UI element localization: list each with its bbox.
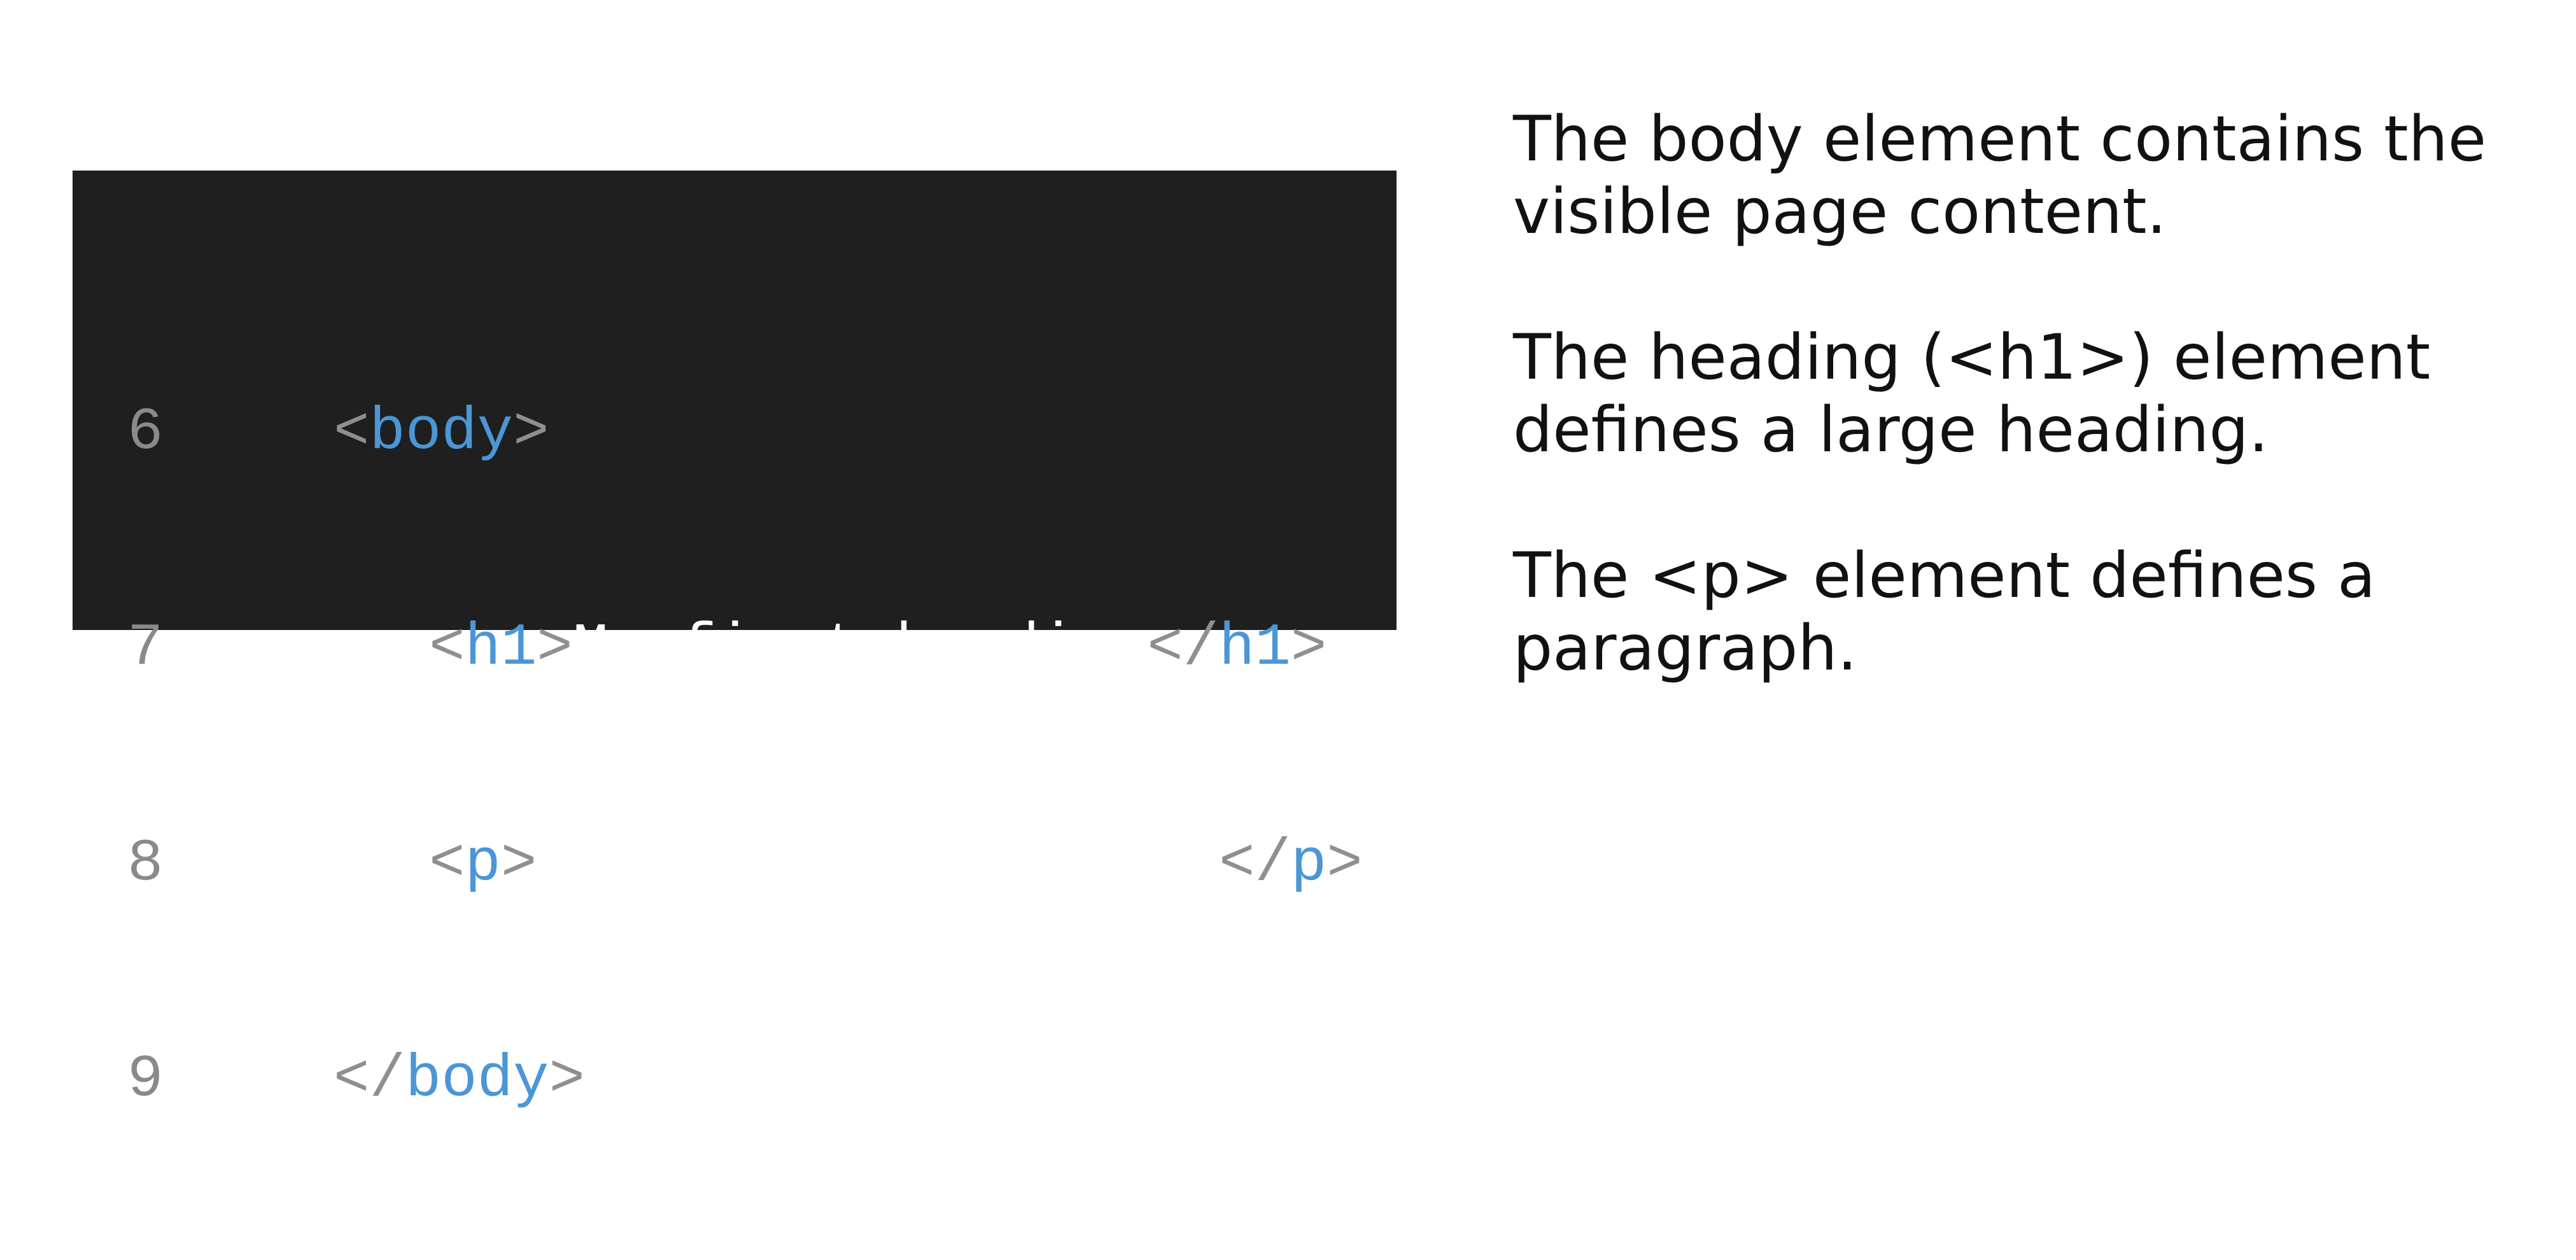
- line-number: 7: [127, 615, 164, 682]
- body-explanation: The body element contains the visible pa…: [1513, 103, 2487, 248]
- tag-close-bracket: >: [513, 399, 549, 466]
- end-tag-name: p: [1290, 830, 1327, 898]
- tag-close-bracket: >: [500, 830, 537, 898]
- tag-open-bracket: <: [334, 399, 370, 466]
- tag-open-bracket: <: [429, 830, 465, 898]
- line-number: 6: [127, 399, 164, 466]
- end-tag-open-bracket: </: [1147, 615, 1220, 682]
- line-number: 9: [127, 1046, 164, 1114]
- tag-name: h1: [465, 615, 537, 682]
- heading-explanation: The heading (<h1>) element defines a lar…: [1513, 321, 2431, 466]
- end-tag-name: h1: [1219, 615, 1291, 682]
- end-tag-open-bracket: </: [1219, 830, 1291, 898]
- line-number: 8: [127, 830, 164, 898]
- element-text: My first heading: [572, 615, 1148, 682]
- code-lines: 6<body> 7<h1>My first heading</h1> 8<p>M…: [127, 253, 1363, 1260]
- tag-name: body: [369, 399, 514, 466]
- paragraph-explanation: The <p> element defines a paragraph.: [1513, 540, 2376, 685]
- end-tag-close-bracket: >: [1327, 830, 1363, 898]
- code-line-body-open: 6 <body>: [127, 397, 1363, 469]
- code-panel: 6<body> 7<h1>My first heading</h1> 8<p>M…: [73, 171, 1397, 1114]
- tag-close-bracket: >: [537, 615, 573, 682]
- tag-open-bracket: <: [429, 615, 465, 682]
- end-tag-close-bracket: >: [1290, 615, 1327, 682]
- code-line-h1: 7<h1>My first heading</h1>: [127, 613, 1363, 685]
- tag-name: body: [405, 1046, 549, 1114]
- tag-open-bracket: </: [334, 1046, 405, 1114]
- explanation-text: The body element contains the visible pa…: [1513, 103, 2557, 758]
- code-line-body-close: 9 </body>: [127, 1044, 1363, 1116]
- element-text: My first paragraph.: [537, 830, 1220, 898]
- tag-close-bracket: >: [549, 1046, 585, 1114]
- code-line-p: 8<p>My first paragraph.</p>: [127, 829, 1363, 900]
- tag-name: p: [465, 830, 501, 898]
